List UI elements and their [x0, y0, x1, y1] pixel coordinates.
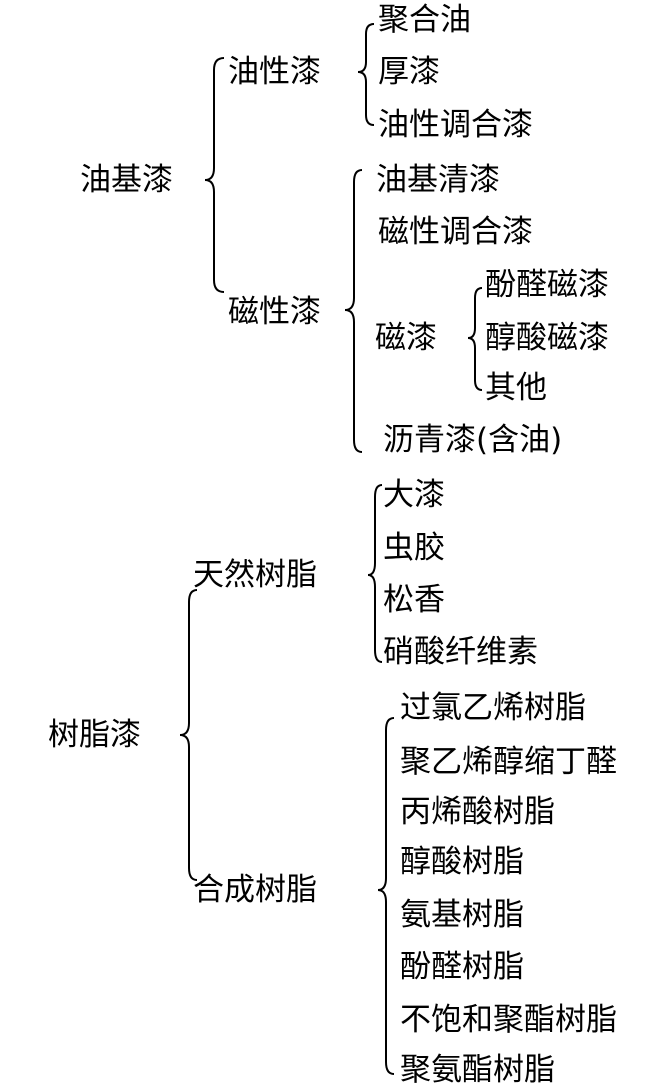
leaf: 油基清漆	[376, 162, 500, 198]
leaf: 磁性调合漆	[378, 214, 533, 250]
leaf: 聚乙烯醇缩丁醛	[400, 744, 617, 780]
leaf: 醇酸树脂	[400, 844, 524, 880]
brace-natural	[367, 484, 383, 663]
brace-enamel-paint	[344, 169, 363, 453]
leaf: 氨基树脂	[400, 897, 524, 933]
leaf: 聚氨酯树脂	[400, 1052, 555, 1088]
node-oil-based-paint: 油基漆	[80, 162, 173, 198]
leaf: 松香	[383, 582, 445, 618]
node-oil-paint: 油性漆	[228, 54, 321, 90]
leaf: 虫胶	[383, 530, 445, 566]
brace-resin	[179, 589, 198, 881]
leaf: 油性调合漆	[378, 107, 533, 143]
brace-oil-based	[204, 57, 225, 293]
leaf: 其他	[485, 370, 547, 406]
node-synthetic-resin: 合成树脂	[193, 872, 317, 908]
leaf: 聚合油	[378, 2, 471, 38]
leaf: 酚醛磁漆	[485, 267, 609, 303]
node-cilacquer: 磁漆	[375, 320, 437, 356]
leaf: 酚醛树脂	[400, 949, 524, 985]
leaf: 不饱和聚酯树脂	[400, 1002, 617, 1038]
leaf: 硝酸纤维素	[383, 634, 538, 670]
brace-oil-paint	[357, 23, 375, 126]
brace-synthetic	[377, 717, 395, 1075]
node-enamel-paint: 磁性漆	[228, 294, 321, 330]
leaf: 丙烯酸树脂	[400, 794, 555, 830]
brace-cilacquer	[467, 287, 483, 391]
leaf: 大漆	[383, 477, 445, 513]
leaf: 醇酸磁漆	[485, 320, 609, 356]
leaf: 沥青漆(含油)	[383, 422, 563, 458]
leaf: 厚漆	[378, 54, 440, 90]
leaf: 过氯乙烯树脂	[400, 690, 586, 726]
node-natural-resin: 天然树脂	[193, 557, 317, 593]
node-resin-paint: 树脂漆	[48, 717, 141, 753]
